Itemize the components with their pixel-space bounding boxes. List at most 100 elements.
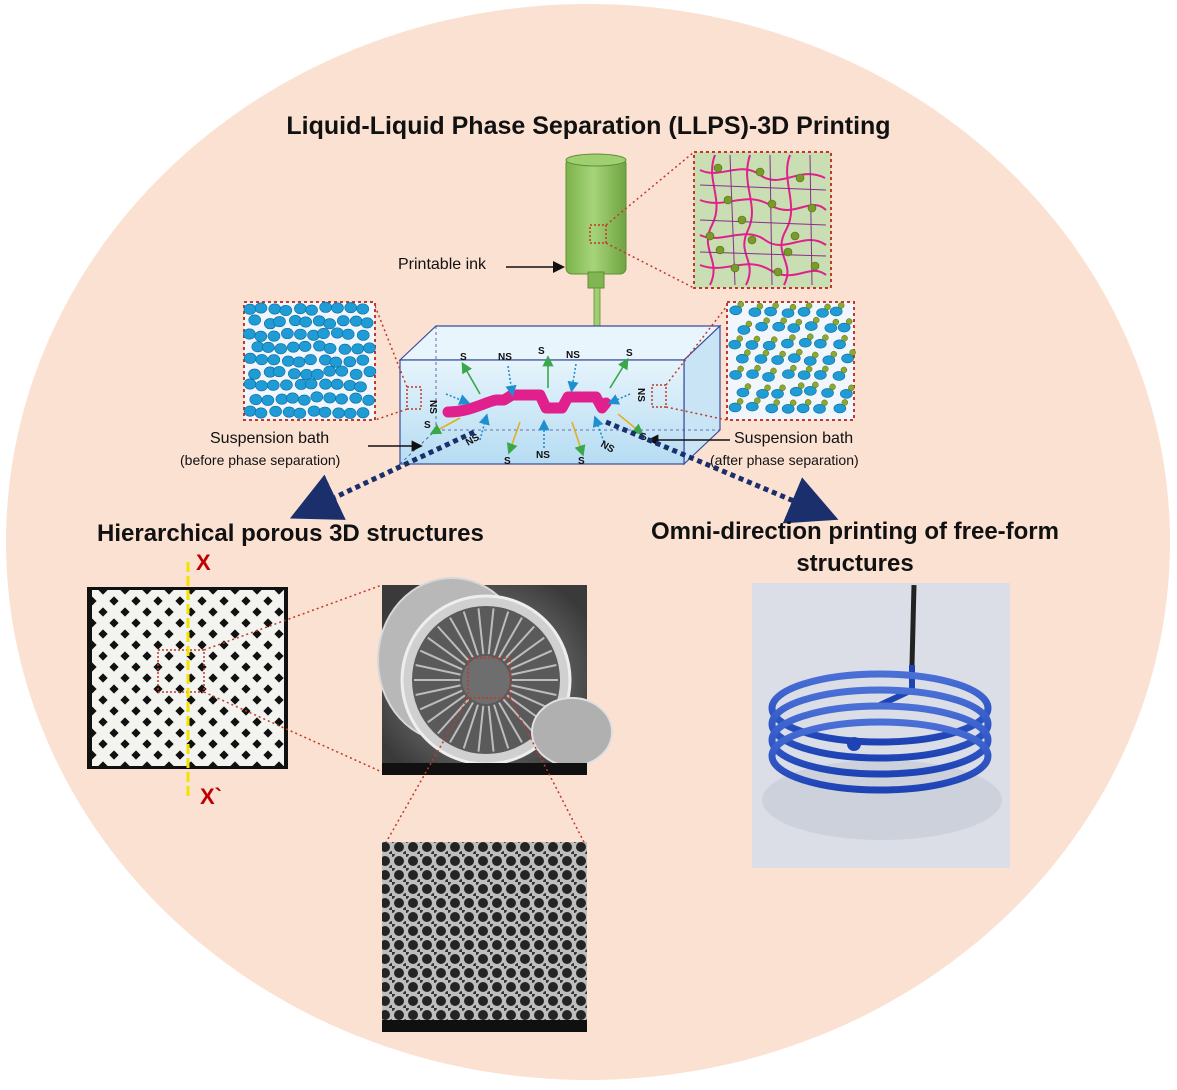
particle	[764, 384, 771, 392]
droplet	[304, 378, 318, 390]
printed-filament	[442, 389, 612, 418]
droplet	[267, 354, 281, 366]
particle	[789, 303, 797, 311]
printable-ink-label: Printable ink	[398, 256, 487, 273]
droplet	[772, 321, 786, 332]
pore-wall	[449, 617, 474, 658]
particle	[805, 365, 813, 373]
droplet	[729, 370, 742, 380]
droplet	[746, 369, 759, 379]
droplet	[803, 356, 817, 366]
solvent-arrows	[429, 355, 644, 457]
droplet	[814, 370, 827, 380]
solvent-label: S	[460, 352, 467, 363]
droplet	[338, 343, 352, 355]
droplet	[289, 315, 302, 327]
lattice-strut	[241, 721, 284, 766]
droplet	[363, 342, 376, 354]
lattice-strut	[197, 677, 284, 766]
pore-wall	[511, 664, 557, 676]
droplet	[728, 402, 742, 413]
droplet	[304, 354, 317, 366]
droplet	[335, 393, 348, 405]
droplet	[254, 302, 268, 314]
droplet	[787, 323, 801, 333]
droplet	[754, 354, 768, 364]
nonsolvent-label: NS	[635, 388, 646, 402]
droplet	[728, 339, 742, 350]
droplet	[267, 330, 281, 342]
particle	[807, 333, 814, 340]
particle	[736, 398, 744, 405]
pore-wall	[477, 608, 485, 655]
droplet	[282, 406, 296, 418]
droplet	[335, 365, 349, 377]
droplet	[356, 303, 370, 315]
particle	[811, 351, 819, 359]
pore-wall	[477, 705, 485, 752]
droplet	[255, 354, 269, 366]
particle	[737, 301, 745, 308]
droplet	[319, 354, 332, 366]
droplet	[821, 388, 834, 398]
lattice-strut	[241, 590, 284, 635]
lattice-strut	[92, 715, 141, 766]
particle	[822, 365, 829, 373]
droplet	[248, 368, 261, 380]
bath-after-label-line1: Suspension bath	[734, 430, 854, 447]
droplet	[331, 302, 344, 314]
pore-wall	[427, 636, 466, 666]
droplet	[832, 371, 846, 381]
droplet	[254, 407, 268, 419]
particle	[789, 334, 796, 341]
droplet	[299, 316, 312, 328]
droplet	[318, 406, 332, 418]
droplet	[771, 355, 784, 365]
omni-section-title-line1: Omni-direction printing of free-form	[651, 518, 1059, 545]
droplet	[356, 354, 370, 366]
particle	[779, 350, 786, 358]
ink-microstructure-inset	[693, 151, 832, 289]
omni-section-title-line2: structures	[796, 550, 914, 577]
particle	[779, 384, 786, 392]
pore-wall	[493, 704, 510, 749]
droplet	[255, 380, 268, 392]
droplet	[762, 372, 775, 382]
particle	[737, 365, 744, 373]
droplet	[307, 405, 321, 417]
pore-wall	[437, 698, 470, 735]
droplet	[764, 306, 777, 317]
droplet	[317, 327, 330, 339]
particle	[789, 399, 797, 407]
droplet	[797, 370, 811, 380]
droplet	[298, 394, 311, 406]
sem-porous-foam	[382, 842, 587, 1032]
particle	[744, 383, 752, 390]
droplet	[319, 378, 332, 390]
droplet	[796, 403, 810, 414]
bath-after-inset	[726, 301, 856, 421]
droplet	[266, 379, 280, 391]
arrow-to-omni	[605, 419, 839, 524]
droplet	[243, 405, 257, 417]
particle	[770, 367, 777, 375]
droplet	[248, 314, 262, 326]
droplet	[356, 329, 370, 341]
particle	[824, 303, 831, 311]
droplet	[349, 368, 363, 380]
nonsolvent-label: NS	[566, 350, 580, 361]
bath-before-inset	[243, 301, 377, 421]
particle	[849, 349, 856, 356]
droplet	[243, 303, 257, 315]
droplet	[243, 352, 257, 364]
droplet	[330, 378, 344, 390]
particle	[772, 302, 779, 309]
particle	[753, 335, 761, 343]
droplet	[298, 340, 312, 352]
solvent-label: S	[626, 348, 633, 359]
particle	[821, 399, 828, 407]
pore-wall	[419, 689, 463, 711]
solvent-label: S	[538, 346, 545, 357]
